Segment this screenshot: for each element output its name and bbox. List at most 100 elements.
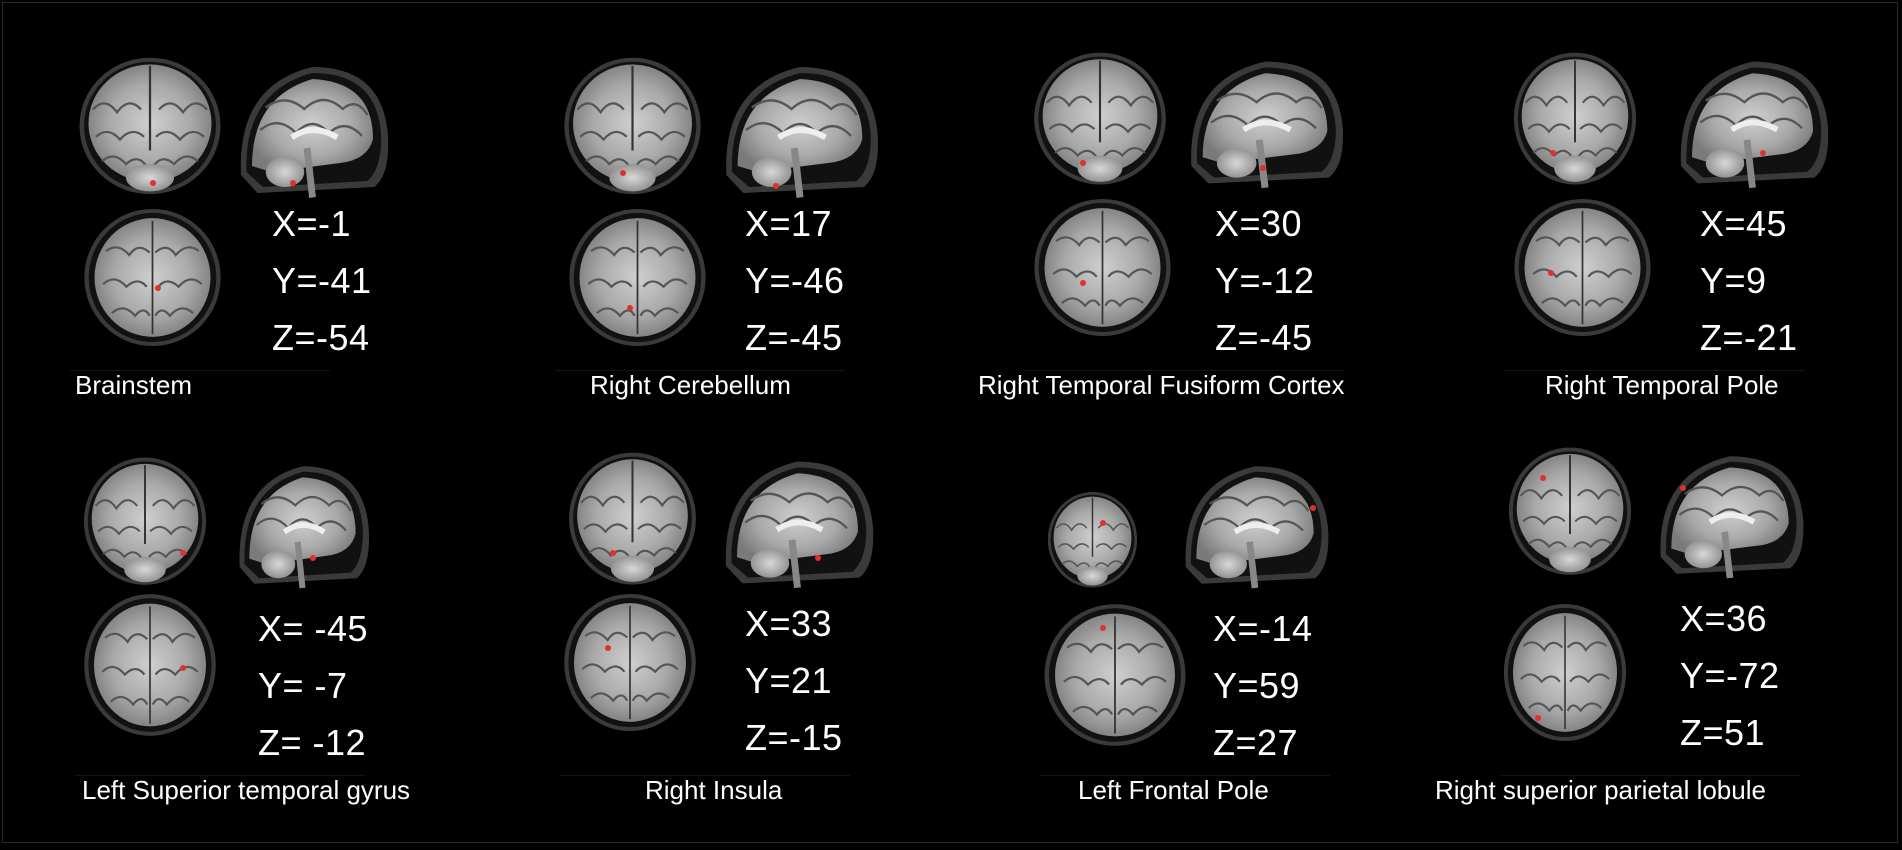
activation-marker (1080, 160, 1086, 166)
region-label: Brainstem (75, 370, 193, 400)
panel-divider (1500, 775, 1800, 776)
panel-divider (560, 775, 850, 776)
panel-divider (75, 775, 365, 776)
activation-marker (1548, 270, 1554, 276)
coronal-slice (1510, 50, 1640, 195)
coordinate-y: Y=-46 (745, 260, 845, 301)
region-label: Right Temporal Fusiform Cortex (978, 370, 1345, 400)
activation-marker (155, 285, 161, 291)
activation-marker (1550, 150, 1556, 156)
region-label: Right Cerebellum (590, 370, 791, 400)
coordinate-z: Z=-15 (745, 717, 843, 758)
coordinate-y: Y=-41 (272, 260, 372, 301)
region-label: Left Superior temporal gyrus (82, 775, 411, 805)
axial-slice (560, 590, 700, 735)
brain-panel (1025, 45, 1495, 445)
coordinate-z: Z=-54 (272, 317, 370, 358)
brain-panel (560, 445, 1030, 845)
sagittal-slice (1670, 50, 1835, 195)
axial-slice (1510, 195, 1655, 340)
activation-marker (773, 183, 779, 189)
activation-marker (1100, 625, 1106, 631)
brain-panel (70, 45, 540, 445)
panel-divider (1025, 370, 1345, 371)
coronal-slice (80, 455, 210, 595)
coordinate-y: Y=59 (1213, 665, 1301, 706)
panel-divider (1040, 775, 1330, 776)
activation-marker (610, 550, 616, 556)
sagittal-slice (230, 55, 395, 205)
brain-panel (555, 45, 1025, 445)
activation-marker (627, 305, 633, 311)
coordinate-y: Y=21 (745, 660, 833, 701)
coordinate-y: Y=-12 (1215, 260, 1315, 301)
axial-slice (1030, 195, 1175, 340)
coordinate-x: X=30 (1215, 203, 1303, 244)
brain-panel (1505, 45, 1902, 445)
coordinate-z: Z=51 (1680, 712, 1766, 753)
axial-slice (80, 590, 220, 740)
brain-panel (75, 450, 545, 850)
coronal-slice (1045, 490, 1140, 595)
activation-marker (815, 555, 821, 561)
sagittal-slice (1180, 50, 1350, 195)
mni-coordinates: X= -45 Y= -7 Z= -12 (258, 600, 368, 771)
coordinate-y: Y= -7 (258, 665, 348, 706)
activation-marker (150, 180, 156, 186)
axial-slice (80, 205, 225, 350)
activation-marker (1540, 475, 1546, 481)
panel-divider (555, 370, 845, 371)
coronal-slice (1505, 445, 1635, 585)
coordinate-x: X=17 (745, 203, 833, 244)
activation-marker (620, 170, 626, 176)
panel-divider (1505, 370, 1805, 371)
sagittal-slice (715, 55, 885, 205)
activation-marker (1760, 150, 1766, 156)
coordinate-z: Z=-21 (1700, 317, 1798, 358)
brain-panel (1040, 450, 1510, 850)
coordinate-z: Z=27 (1213, 722, 1299, 763)
activation-marker (310, 555, 316, 561)
sagittal-slice (230, 455, 375, 595)
coordinate-z: Z= -12 (258, 722, 367, 763)
coronal-slice (560, 55, 705, 205)
axial-slice (1040, 600, 1190, 750)
activation-marker (180, 550, 186, 556)
axial-slice (565, 205, 710, 350)
coordinate-x: X=-14 (1213, 608, 1313, 649)
sagittal-slice (715, 450, 880, 595)
coordinate-z: Z=-45 (745, 317, 843, 358)
coordinate-x: X=33 (745, 603, 833, 644)
sagittal-slice (1650, 445, 1810, 585)
activation-marker (290, 180, 296, 186)
axial-slice (1500, 600, 1630, 745)
activation-marker (1100, 520, 1106, 526)
coordinate-x: X=36 (1680, 598, 1768, 639)
activation-marker (180, 665, 186, 671)
activation-marker (1080, 280, 1086, 286)
region-label: Right superior parietal lobule (1435, 775, 1766, 805)
region-label: Left Frontal Pole (1078, 775, 1269, 805)
brain-panel (1500, 440, 1902, 840)
activation-marker (605, 645, 611, 651)
activation-marker (1680, 485, 1686, 491)
coronal-slice (565, 450, 700, 595)
coordinate-x: X=-1 (272, 203, 352, 244)
activation-marker (1310, 505, 1316, 511)
activation-marker (1535, 715, 1541, 721)
coordinate-x: X=45 (1700, 203, 1788, 244)
activation-marker (1260, 165, 1266, 171)
panel-divider (70, 370, 330, 371)
region-label: Right Insula (645, 775, 783, 805)
region-label: Right Temporal Pole (1545, 370, 1779, 400)
coordinate-y: Y=9 (1700, 260, 1767, 301)
coordinate-x: X= -45 (258, 608, 369, 649)
